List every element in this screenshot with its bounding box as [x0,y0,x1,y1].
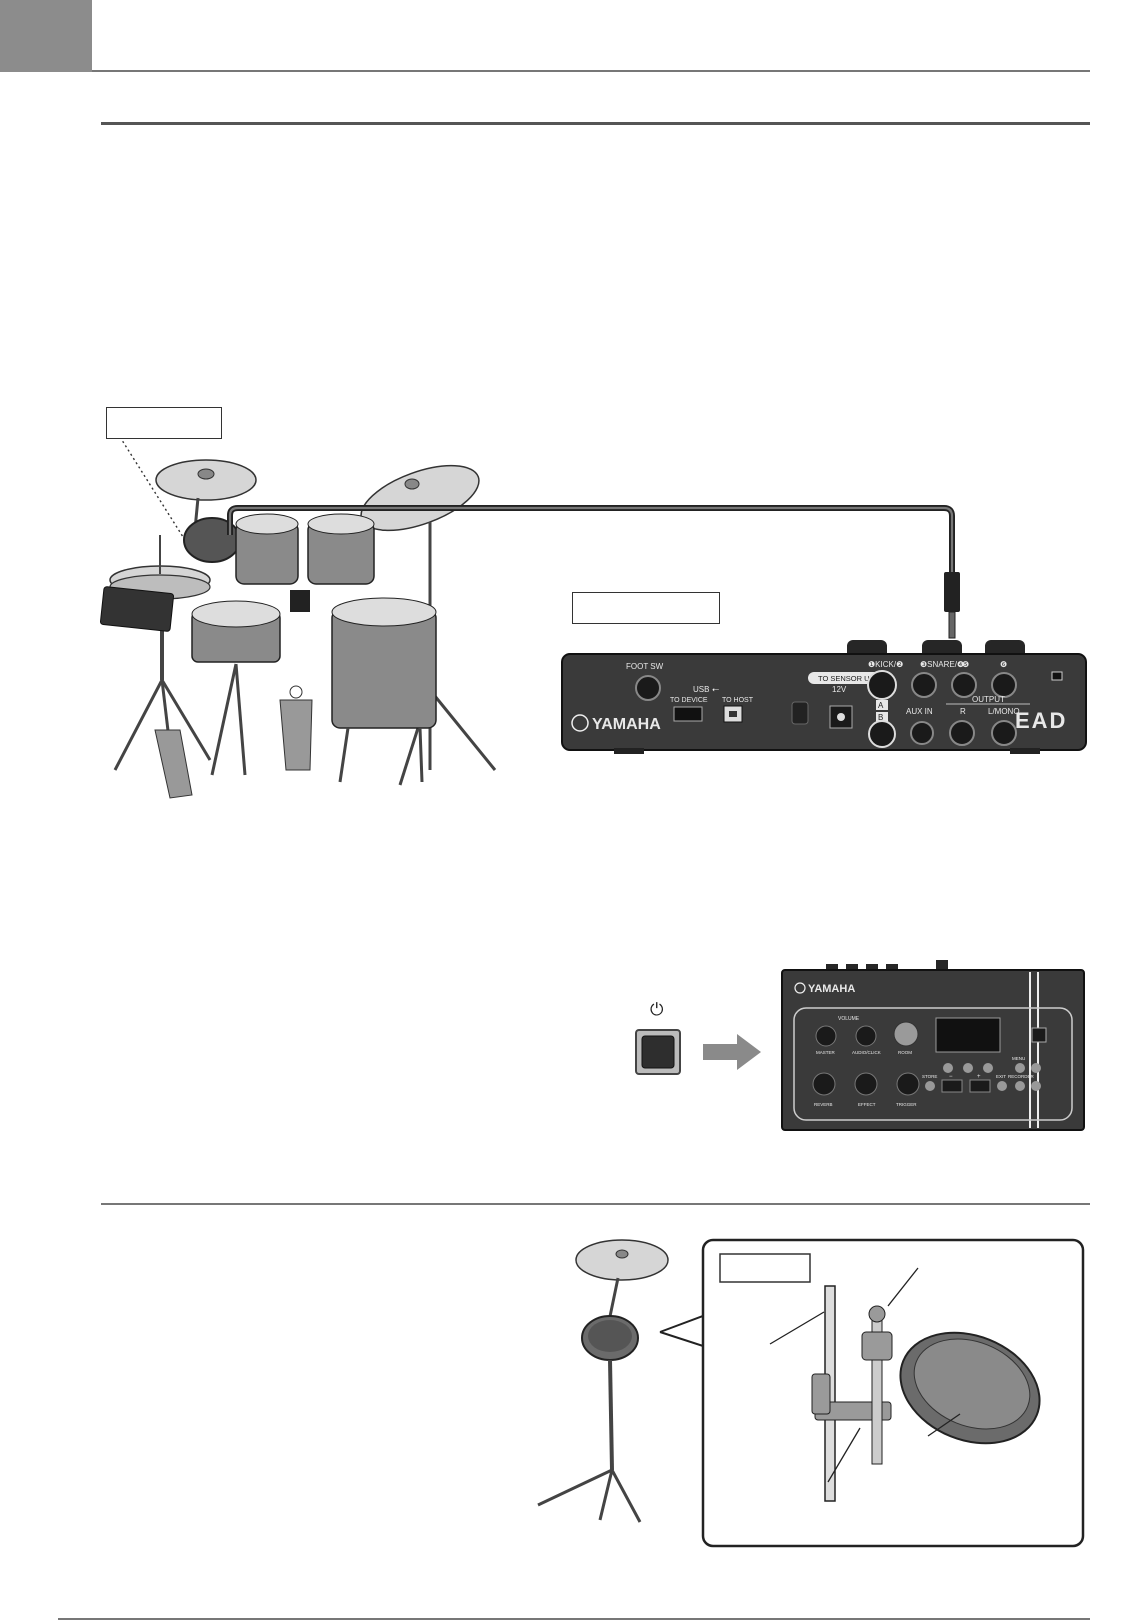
usb-to-device-port[interactable] [673,706,703,722]
label-store: STORE [922,1074,937,1079]
input-5-jack[interactable] [951,672,977,698]
pad-cable [227,505,955,572]
rec-button[interactable] [1031,1063,1041,1073]
store-button[interactable] [925,1081,935,1091]
trigger-knob[interactable] [896,1072,920,1096]
play-button[interactable] [1031,1081,1041,1091]
label-input-5: ❺ [962,660,969,669]
label-to-sensor-unit: TO SENSOR UNIT [818,674,882,683]
sensor-b-jack[interactable] [868,720,896,748]
zoom-frame [701,1238,1085,1548]
front-brand-logo: YAMAHA [808,983,855,995]
label-to-host: TO HOST [722,697,754,704]
recorder-button[interactable] [1015,1081,1025,1091]
room-knob[interactable] [893,1021,919,1047]
cable-illustration [227,505,960,639]
callout-leader-line [121,440,191,549]
label-foot-sw: FOOT SW [626,662,664,671]
callout-box-detail [719,1253,811,1283]
label-audio-click: AUDIO/CLICK [852,1050,881,1055]
label-exit: EXIT [996,1074,1006,1079]
drum-module-small [100,586,174,632]
label-b: B [878,713,883,722]
footer-rule [58,1618,1090,1620]
label-minus: − [949,1074,953,1080]
callout-box-drumkit [106,407,222,439]
minus-button[interactable] [941,1079,963,1093]
section-rule-middle [101,1203,1090,1205]
security-slot [1051,671,1063,681]
label-volume: VOLUME [838,1016,860,1022]
audio-click-knob[interactable] [855,1025,877,1047]
label-snare: ❸SNARE/❹ [920,660,964,669]
hi-hat-pedal [154,729,193,799]
label-aux-in: AUX IN [906,707,933,716]
label-plus: + [977,1074,981,1080]
cable-hook [791,701,809,725]
label-output: OUTPUT [972,695,1005,704]
label-recorder: RECORDER [1008,1074,1035,1079]
label-room: ROOM [898,1050,912,1055]
kit-button-1[interactable] [943,1063,953,1073]
header-rule [92,70,1090,72]
kick-jack[interactable] [867,670,897,700]
cable-plug [944,572,960,612]
snare-jack[interactable] [911,672,937,698]
kick-pedal [279,699,313,771]
exit-button[interactable] [997,1081,1007,1091]
label-dc-in: 12V [832,685,847,694]
foot-sw-jack[interactable] [635,675,661,701]
menu-button[interactable] [1015,1063,1025,1073]
label-usb: USB [693,685,709,694]
kit-button-3[interactable] [983,1063,993,1073]
rear-panel-illustration: FOOT SW YAMAHA USB ⭠ TO DEVICE TO HOST 1… [561,640,1087,754]
label-effect: EFFECT [858,1102,876,1107]
crash-cymbal-left [155,459,257,501]
usb-icon: ⭠ [712,684,719,694]
zoom-detail-illustration [659,1238,1085,1548]
label-a: A [878,701,884,710]
reverb-knob[interactable] [812,1072,836,1096]
rear-brand-logo: YAMAHA [592,716,661,733]
input-6-jack[interactable] [991,672,1017,698]
output-l-jack[interactable] [991,720,1017,746]
output-r-jack[interactable] [949,720,975,746]
label-trigger: TRIGGER [896,1102,917,1107]
kit-button-2[interactable] [963,1063,973,1073]
power-symbol-label: ⏻ [650,1000,664,1020]
front-power-button[interactable] [1031,1027,1047,1043]
label-reverb: REVERB [814,1102,833,1107]
drum-kit-illustration [100,440,497,799]
master-knob[interactable] [815,1025,837,1047]
effect-knob[interactable] [854,1072,878,1096]
front-panel-illustration: YAMAHA VOLUME MASTER AUDIO/CLICK ROOM RE… [781,960,1085,1131]
label-kick: ❶KICK/❷ [868,660,903,669]
corner-tab [0,0,92,72]
pad-on-stand-illustration [537,1239,669,1523]
label-master: MASTER [816,1050,836,1055]
cymbal-on-stand [575,1239,669,1281]
label-out-r: R [960,707,966,716]
power-button-illustration [635,1029,681,1075]
arrow-right-icon [703,1034,761,1070]
aux-in-jack[interactable] [910,721,934,745]
section-rule-top [101,122,1090,125]
label-input-6: ❻ [1000,660,1007,669]
label-menu: MENU [1012,1056,1025,1061]
lcd-display [935,1017,1001,1053]
plus-button[interactable] [969,1079,991,1093]
label-out-l: L/MONO [988,707,1020,716]
label-to-device: TO DEVICE [670,697,708,704]
callout-box-rear-panel [572,592,720,624]
ead-logo: EAD [1015,708,1067,733]
